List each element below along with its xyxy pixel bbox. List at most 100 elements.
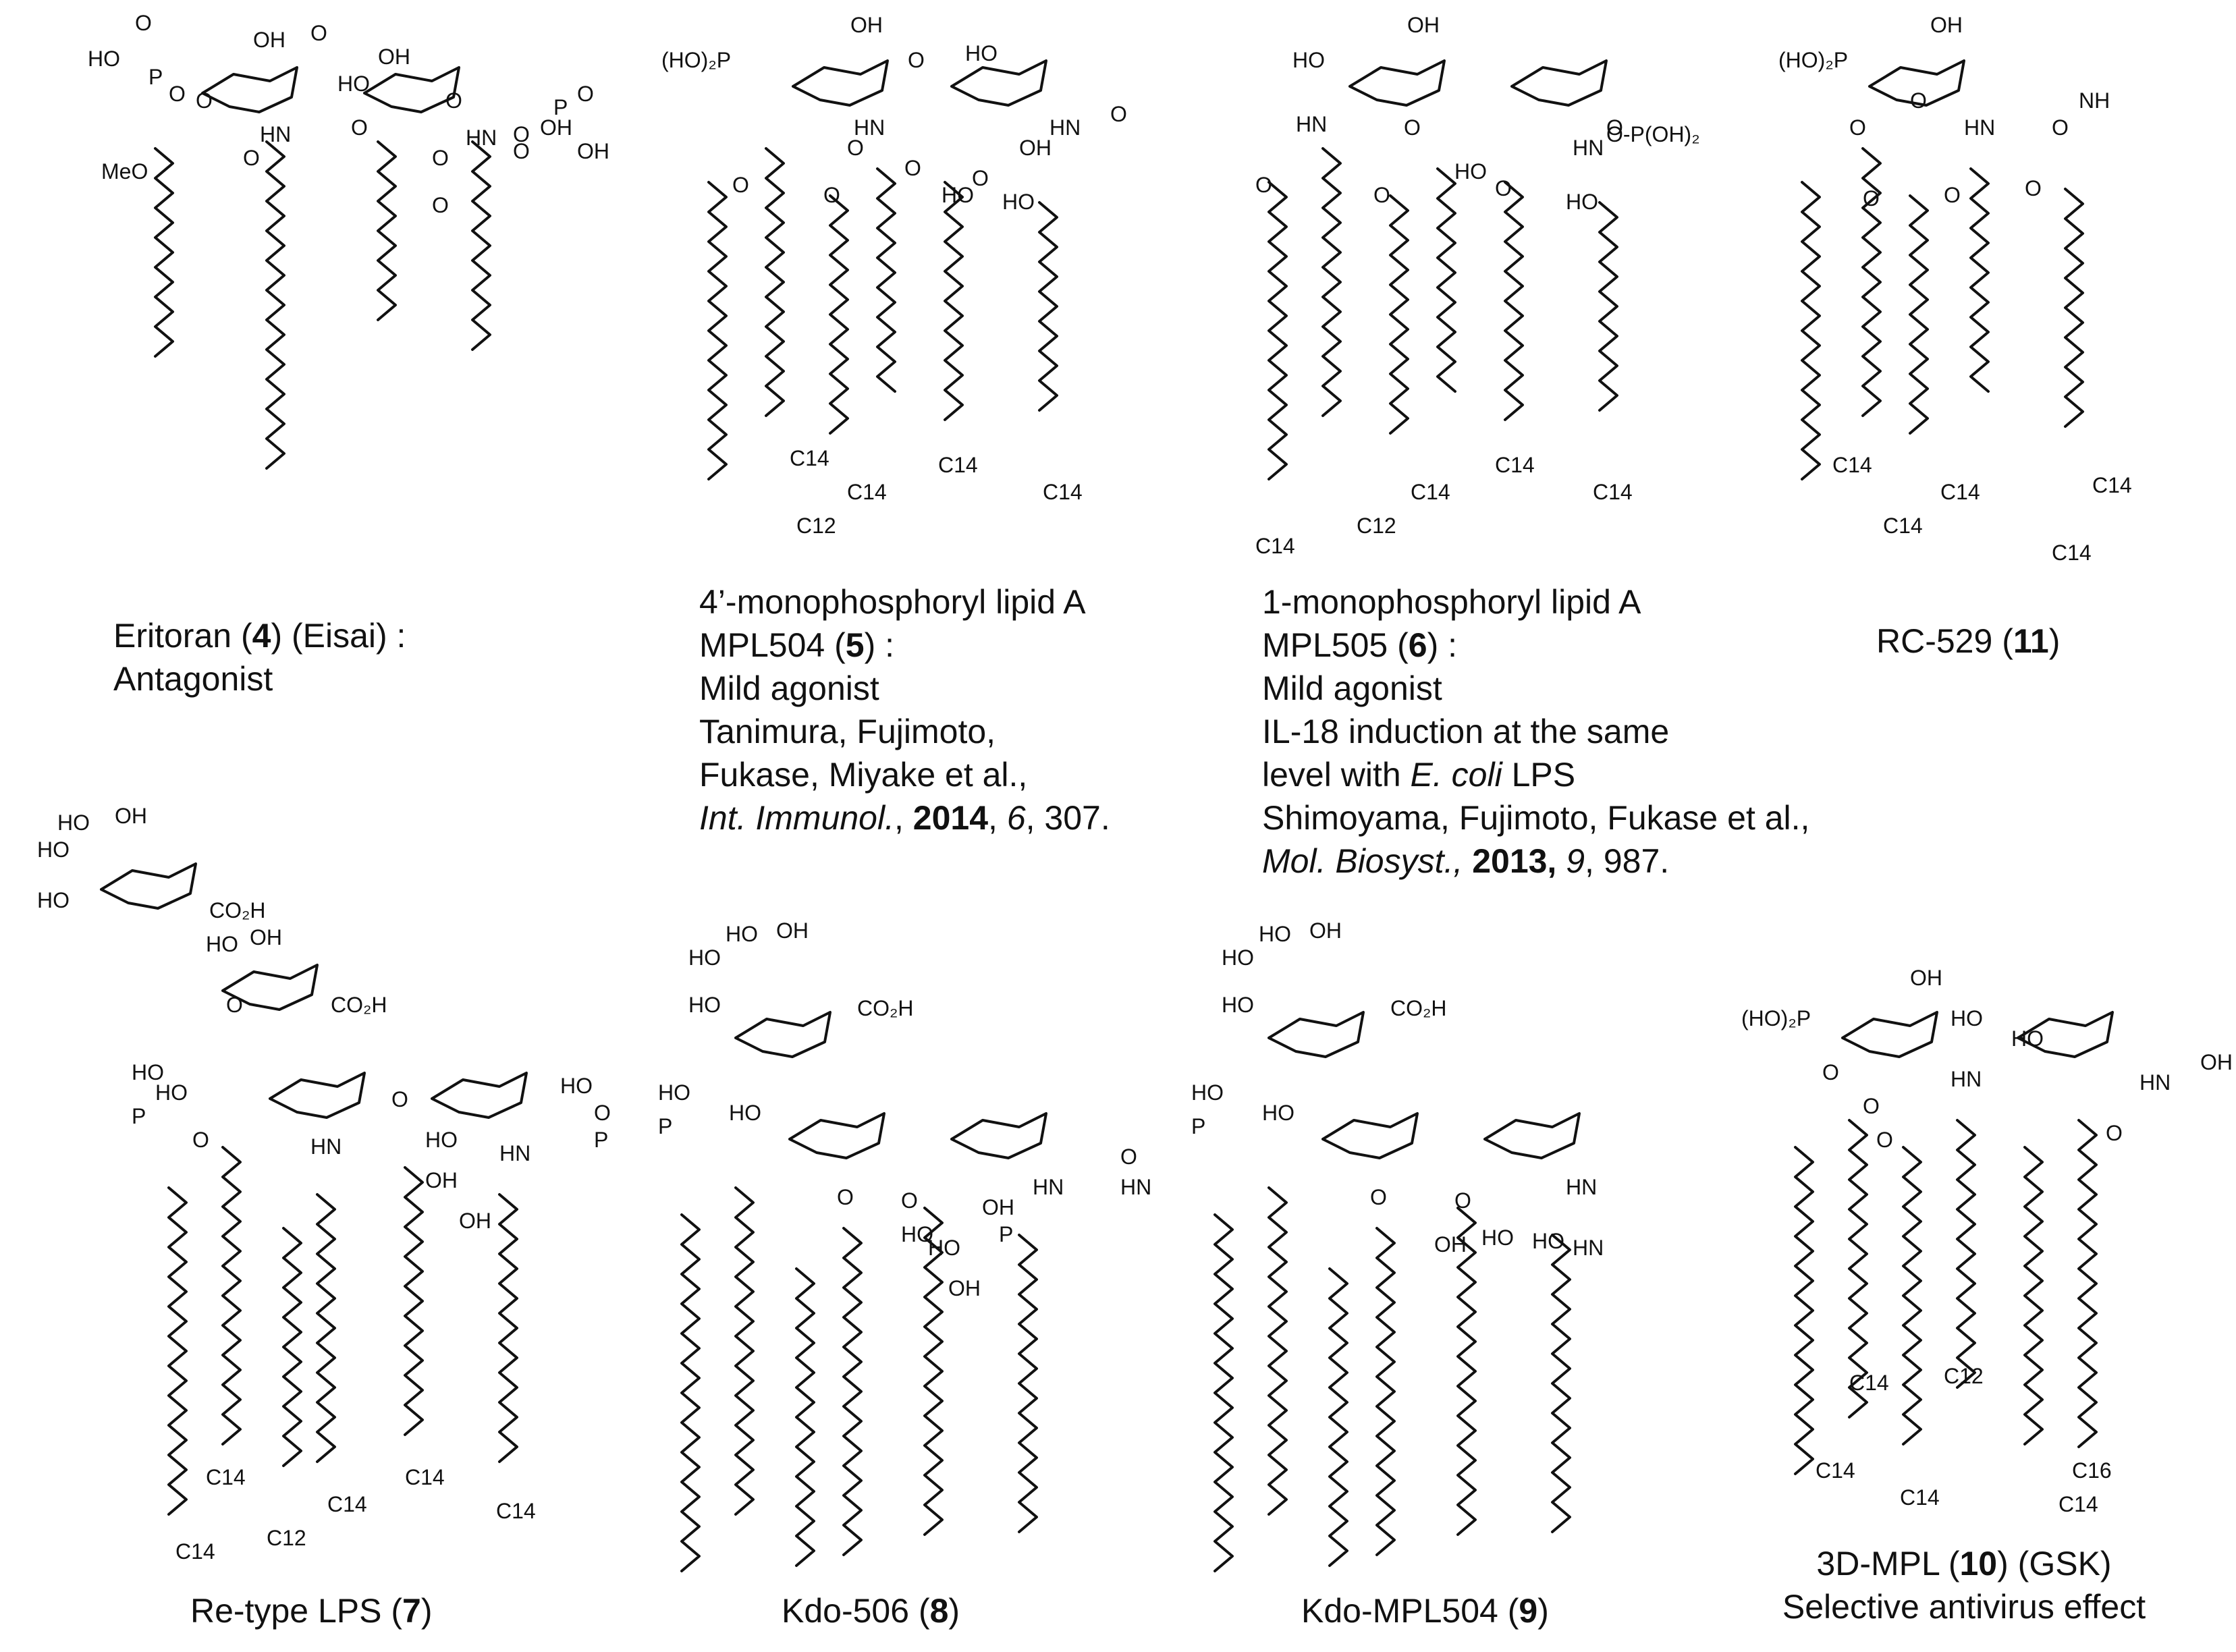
- atom-label: OH: [1910, 966, 1942, 990]
- atom-label: OH: [459, 1209, 491, 1233]
- chain-length-label: C14: [1593, 480, 1633, 504]
- chain-length-label: C14: [790, 446, 829, 470]
- chain-length-label: C12: [267, 1526, 306, 1550]
- atom-label: HO: [658, 1080, 690, 1105]
- atom-label: P: [553, 95, 568, 119]
- atom-label: O: [1944, 183, 1961, 207]
- atom-label: O: [135, 11, 152, 35]
- atom-label: P: [148, 65, 163, 89]
- atom-label: CO₂H: [1390, 996, 1447, 1020]
- mpl504-caption: 4’-monophosphoryl lipid A MPL504 (5) : M…: [699, 583, 1110, 837]
- atom-label: OH: [1930, 13, 1963, 37]
- atom-label: OH: [948, 1276, 981, 1300]
- atom-label: O: [577, 82, 594, 106]
- chain-length-label: C14: [1940, 480, 1980, 504]
- chain-length-label: C14: [2052, 541, 2092, 565]
- atom-label: HN: [1120, 1175, 1151, 1199]
- atom-label: OH: [540, 115, 572, 140]
- atom-label: HO: [2011, 1026, 2044, 1051]
- atom-label: HO: [206, 932, 238, 956]
- atom-label: O: [2025, 176, 2042, 200]
- atom-label: OH: [776, 918, 809, 943]
- atom-label: HO: [337, 72, 370, 96]
- chain-length-label: C14: [1849, 1371, 1889, 1395]
- atom-label: HO: [57, 810, 90, 835]
- atom-label: OH: [1434, 1232, 1467, 1257]
- atom-label: CO₂H: [331, 993, 387, 1017]
- atom-label: O-P(OH)₂: [1606, 122, 1700, 146]
- atom-label: O: [1255, 173, 1272, 197]
- atom-label: O: [1370, 1185, 1387, 1209]
- atom-label: O: [310, 21, 327, 45]
- atom-label: HN: [854, 115, 885, 140]
- atom-label: CO₂H: [857, 996, 914, 1020]
- chain-length-label: C14: [938, 453, 978, 477]
- atom-label: O: [732, 173, 749, 197]
- chain-length-label: C14: [1411, 480, 1450, 504]
- atom-label: O: [1404, 115, 1421, 140]
- atom-label: O: [1373, 183, 1390, 207]
- atom-label: HO: [1259, 922, 1291, 946]
- atom-label: O: [243, 146, 260, 170]
- atom-label: OH: [425, 1168, 458, 1192]
- atom-label: O: [1454, 1188, 1471, 1213]
- atom-label: HO: [729, 1101, 761, 1125]
- atom-label: NH: [2079, 88, 2110, 113]
- atom-label: O: [169, 82, 186, 106]
- chain-length-label: C14: [2092, 473, 2132, 497]
- atom-label: HO: [1222, 993, 1254, 1017]
- atom-label: O: [445, 88, 462, 113]
- atom-label: P: [999, 1222, 1013, 1246]
- atom-label: O: [1495, 176, 1512, 200]
- atom-label: O: [2106, 1121, 2123, 1145]
- chain-length-label: C14: [1900, 1485, 1940, 1510]
- atom-label: O: [1606, 115, 1623, 140]
- atom-label: HN: [1573, 136, 1604, 160]
- atom-label: O: [2052, 115, 2069, 140]
- atom-label: OH: [2200, 1050, 2233, 1074]
- atom-label: OH: [1019, 136, 1052, 160]
- atom-label: HN: [1573, 1236, 1604, 1260]
- atom-label: O: [192, 1128, 209, 1152]
- atom-label: HO: [88, 47, 120, 71]
- atom-label: HO: [425, 1128, 458, 1152]
- chain-length-label: C14: [2058, 1492, 2098, 1516]
- 3dmpl-caption: 3D-MPL (10) (GSK) Selective antivirus ef…: [1782, 1545, 2146, 1626]
- atom-label: O: [1910, 88, 1927, 113]
- atom-label: HN: [1964, 115, 1995, 140]
- atom-label: O: [1863, 1094, 1880, 1118]
- chain-length-label: C14: [405, 1465, 445, 1489]
- atom-label: OH: [378, 45, 410, 69]
- atom-label: HN: [2139, 1070, 2171, 1095]
- atom-label: HO: [901, 1222, 933, 1246]
- atom-label: O: [972, 166, 989, 190]
- atom-label: HN: [260, 122, 291, 146]
- atom-label: O: [837, 1185, 854, 1209]
- atom-label: HN: [1566, 1175, 1597, 1199]
- mpl505-caption: 1-monophosphoryl lipid A MPL505 (6) : Mi…: [1262, 583, 1810, 880]
- atom-label: OH: [982, 1195, 1014, 1219]
- atom-label: OH: [850, 13, 883, 37]
- atom-label: HO: [1454, 159, 1487, 184]
- atom-label: CO₂H: [209, 898, 266, 923]
- atom-label: HN: [1951, 1067, 1982, 1091]
- atom-label: P: [658, 1114, 672, 1138]
- chain-length-label: C14: [1832, 453, 1872, 477]
- atom-label: O: [351, 115, 368, 140]
- atom-label: HO: [1002, 190, 1035, 214]
- atom-label: HN: [1049, 115, 1081, 140]
- atom-label: O: [594, 1101, 611, 1125]
- atom-label: HN: [310, 1134, 342, 1159]
- atom-label: HO: [37, 888, 70, 912]
- atom-label: HO: [688, 993, 721, 1017]
- atom-label: (HO)₂P: [661, 48, 731, 72]
- atom-label: O: [391, 1087, 408, 1111]
- chain-length-label: C14: [327, 1492, 367, 1516]
- atom-label: OH: [1407, 13, 1440, 37]
- atom-label: (HO)₂P: [1778, 48, 1848, 72]
- atom-label: HO: [1532, 1229, 1564, 1253]
